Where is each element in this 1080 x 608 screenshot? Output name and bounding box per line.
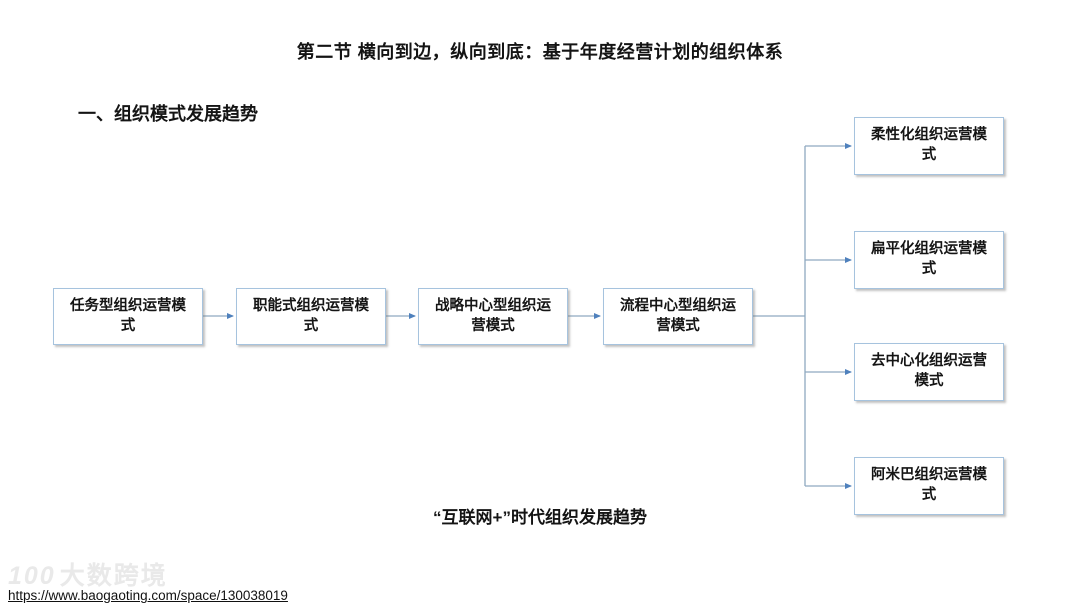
branch-node-flat: 扁平化组织运营模式 — [854, 231, 1004, 289]
flow-node-label: 任务型组织运营模式 — [70, 297, 186, 334]
diagram-caption: “互联网+”时代组织发展趋势 — [433, 508, 647, 527]
branch-node-flexible: 柔性化组织运营模式 — [854, 117, 1004, 175]
flow-node-label: 战略中心型组织运营模式 — [435, 297, 551, 334]
flow-node-process-center: 流程中心型组织运营模式 — [603, 288, 753, 345]
slide-title: 第二节 横向到边，纵向到底：基于年度经营计划的组织体系 — [296, 42, 784, 62]
branch-node-decentralized: 去中心化组织运营模式 — [854, 343, 1004, 401]
branch-node-amoeba: 阿米巴组织运营模式 — [854, 457, 1004, 515]
flow-node-task-based: 任务型组织运营模式 — [53, 288, 203, 345]
branch-node-label: 去中心化组织运营模式 — [871, 353, 987, 389]
branch-node-label: 阿米巴组织运营模式 — [871, 467, 987, 503]
flow-node-functional: 职能式组织运营模式 — [236, 288, 386, 345]
flow-node-label: 流程中心型组织运营模式 — [620, 297, 736, 334]
branch-node-label: 柔性化组织运营模式 — [871, 127, 987, 163]
section-heading: 一、组织模式发展趋势 — [78, 104, 258, 124]
branch-node-label: 扁平化组织运营模式 — [871, 241, 987, 277]
watermark-text: 大数跨境 — [59, 562, 168, 590]
watermark-logo-icon: 100 — [8, 562, 56, 590]
flow-node-strategy-center: 战略中心型组织运营模式 — [418, 288, 568, 345]
source-url-link[interactable]: https://www.baogaoting.com/space/1300380… — [8, 588, 288, 603]
flow-node-label: 职能式组织运营模式 — [253, 297, 369, 334]
